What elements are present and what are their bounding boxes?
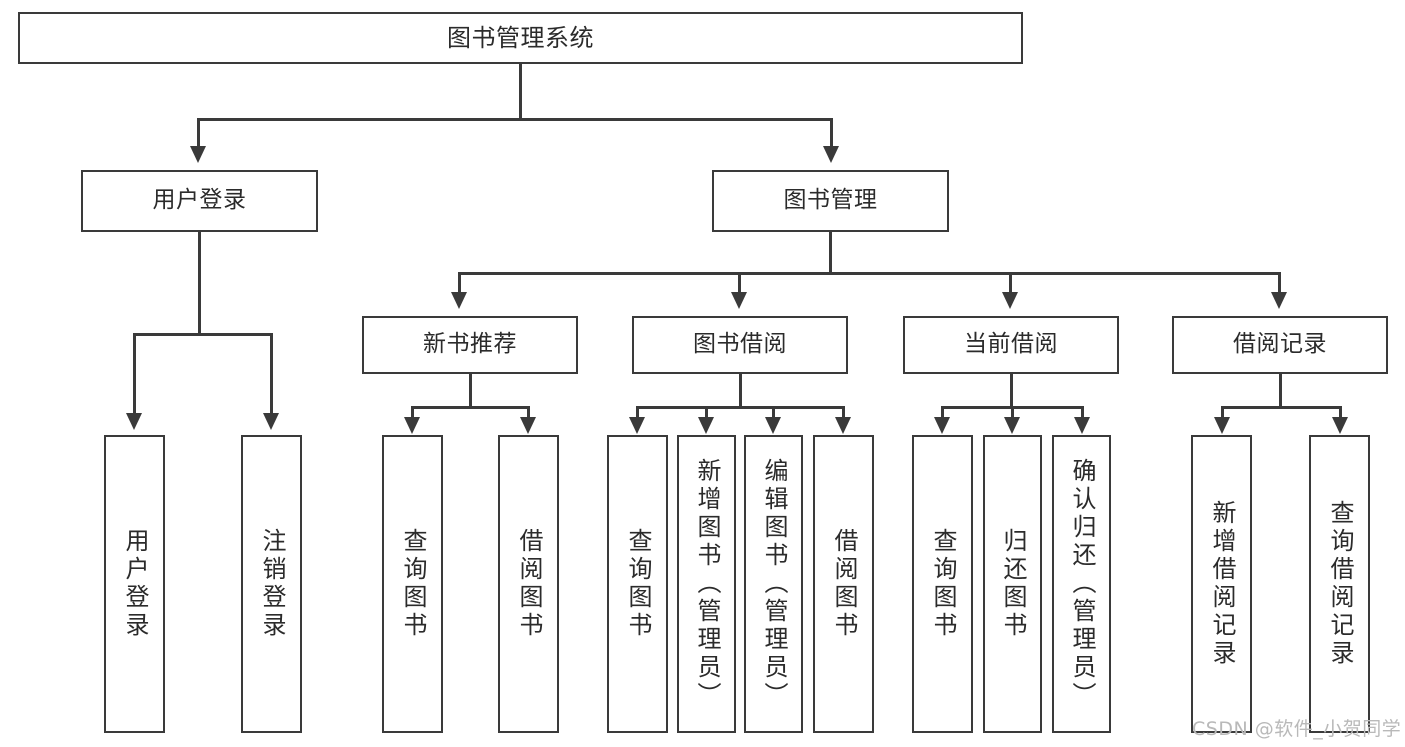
leaf-user-login-logout[interactable]: 注销登录 <box>241 435 302 733</box>
node-label: 归还图书 <box>998 528 1027 640</box>
node-label: 借阅记录 <box>1233 331 1327 358</box>
node-label: 借阅图书 <box>514 528 543 640</box>
node-label: 用户登录 <box>120 528 149 640</box>
connector-new-book-bar <box>411 406 527 409</box>
arrow-to-book-manage <box>823 146 839 163</box>
connector-book-borrow-leaf3 <box>772 406 775 419</box>
connector-new-book-down <box>469 374 472 406</box>
connector-book-borrow-bar <box>636 406 844 409</box>
node-label: 查询图书 <box>398 528 427 640</box>
node-label: 编辑图书（管理员） <box>759 458 788 710</box>
connector-to-current-borrow <box>1009 272 1012 294</box>
arrow-book-borrow-leaf2 <box>698 417 714 434</box>
arrow-book-borrow-leaf3 <box>765 417 781 434</box>
arrow-to-borrow-record <box>1271 292 1287 309</box>
node-label: 图书管理 <box>783 187 878 214</box>
arrow-book-borrow-leaf4 <box>835 417 851 434</box>
node-label: 查询图书 <box>928 528 957 640</box>
connector-book-borrow-leaf4 <box>842 406 845 419</box>
leaf-current-borrow-return[interactable]: 归还图书 <box>983 435 1042 733</box>
arrow-book-borrow-leaf1 <box>629 417 645 434</box>
arrow-to-current-borrow <box>1002 292 1018 309</box>
connector-current-borrow-leaf1 <box>941 406 944 419</box>
arrow-current-borrow-leaf3 <box>1074 417 1090 434</box>
leaf-new-book-borrow[interactable]: 借阅图书 <box>498 435 559 733</box>
leaf-user-login-login[interactable]: 用户登录 <box>104 435 165 733</box>
connector-to-new-book <box>458 272 461 294</box>
leaf-book-borrow-query[interactable]: 查询图书 <box>607 435 668 733</box>
arrow-borrow-record-leaf1 <box>1214 417 1230 434</box>
node-borrow-record[interactable]: 借阅记录 <box>1172 316 1388 374</box>
connector-borrow-record-down <box>1279 374 1282 406</box>
leaf-book-borrow-edit[interactable]: 编辑图书（管理员） <box>744 435 803 733</box>
leaf-book-borrow-add[interactable]: 新增图书（管理员） <box>677 435 736 733</box>
node-label: 借阅图书 <box>829 528 858 640</box>
node-book-borrow[interactable]: 图书借阅 <box>632 316 848 374</box>
connector-root-bar <box>197 118 833 121</box>
leaf-current-borrow-confirm[interactable]: 确认归还（管理员） <box>1052 435 1111 733</box>
connector-book-borrow-down <box>739 374 742 406</box>
node-new-book-recommend[interactable]: 新书推荐 <box>362 316 578 374</box>
arrow-new-book-leaf1 <box>404 417 420 434</box>
node-label: 图书管理系统 <box>447 23 594 52</box>
leaf-borrow-record-query[interactable]: 查询借阅记录 <box>1309 435 1370 733</box>
node-current-borrow[interactable]: 当前借阅 <box>903 316 1119 374</box>
arrow-current-borrow-leaf2 <box>1004 417 1020 434</box>
connector-user-login-leaf2 <box>270 333 273 415</box>
node-label: 图书借阅 <box>693 331 787 358</box>
node-label: 用户登录 <box>152 187 247 214</box>
node-label: 查询借阅记录 <box>1325 500 1354 668</box>
connector-borrow-record-bar <box>1221 406 1339 409</box>
connector-root-down <box>519 64 522 118</box>
connector-to-book-manage <box>830 118 833 148</box>
leaf-book-borrow-borrow[interactable]: 借阅图书 <box>813 435 874 733</box>
node-user-login[interactable]: 用户登录 <box>81 170 318 232</box>
connector-user-login-bar <box>133 333 270 336</box>
connector-borrow-record-leaf2 <box>1339 406 1342 419</box>
connector-current-borrow-down <box>1010 374 1013 406</box>
arrow-user-login-leaf2 <box>263 413 279 430</box>
connector-new-book-leaf2 <box>527 406 530 419</box>
node-root-system[interactable]: 图书管理系统 <box>18 12 1023 64</box>
arrow-to-user-login <box>190 146 206 163</box>
arrow-new-book-leaf2 <box>520 417 536 434</box>
connector-current-borrow-leaf3 <box>1081 406 1084 419</box>
connector-book-borrow-leaf2 <box>705 406 708 419</box>
connector-level3-bar <box>458 272 1278 275</box>
connector-borrow-record-leaf1 <box>1221 406 1224 419</box>
connector-user-login-down <box>198 232 201 333</box>
node-label: 查询图书 <box>623 528 652 640</box>
connector-book-manage-down <box>829 232 832 272</box>
connector-new-book-leaf1 <box>411 406 414 419</box>
connector-current-borrow-leaf2 <box>1011 406 1014 419</box>
arrow-user-login-leaf1 <box>126 413 142 430</box>
connector-to-user-login <box>197 118 200 148</box>
leaf-borrow-record-add[interactable]: 新增借阅记录 <box>1191 435 1252 733</box>
node-label: 新增借阅记录 <box>1207 500 1236 668</box>
arrow-current-borrow-leaf1 <box>934 417 950 434</box>
node-label: 新书推荐 <box>423 331 517 358</box>
connector-to-borrow-record <box>1278 272 1281 294</box>
node-label: 当前借阅 <box>964 331 1058 358</box>
arrow-borrow-record-leaf2 <box>1332 417 1348 434</box>
node-label: 确认归还（管理员） <box>1067 458 1096 710</box>
connector-book-borrow-leaf1 <box>636 406 639 419</box>
node-book-management[interactable]: 图书管理 <box>712 170 949 232</box>
leaf-current-borrow-query[interactable]: 查询图书 <box>912 435 973 733</box>
leaf-new-book-query[interactable]: 查询图书 <box>382 435 443 733</box>
connector-user-login-leaf1 <box>133 333 136 415</box>
node-label: 注销登录 <box>257 528 286 640</box>
arrow-to-new-book <box>451 292 467 309</box>
connector-to-book-borrow <box>738 272 741 294</box>
node-label: 新增图书（管理员） <box>692 458 721 710</box>
arrow-to-book-borrow <box>731 292 747 309</box>
